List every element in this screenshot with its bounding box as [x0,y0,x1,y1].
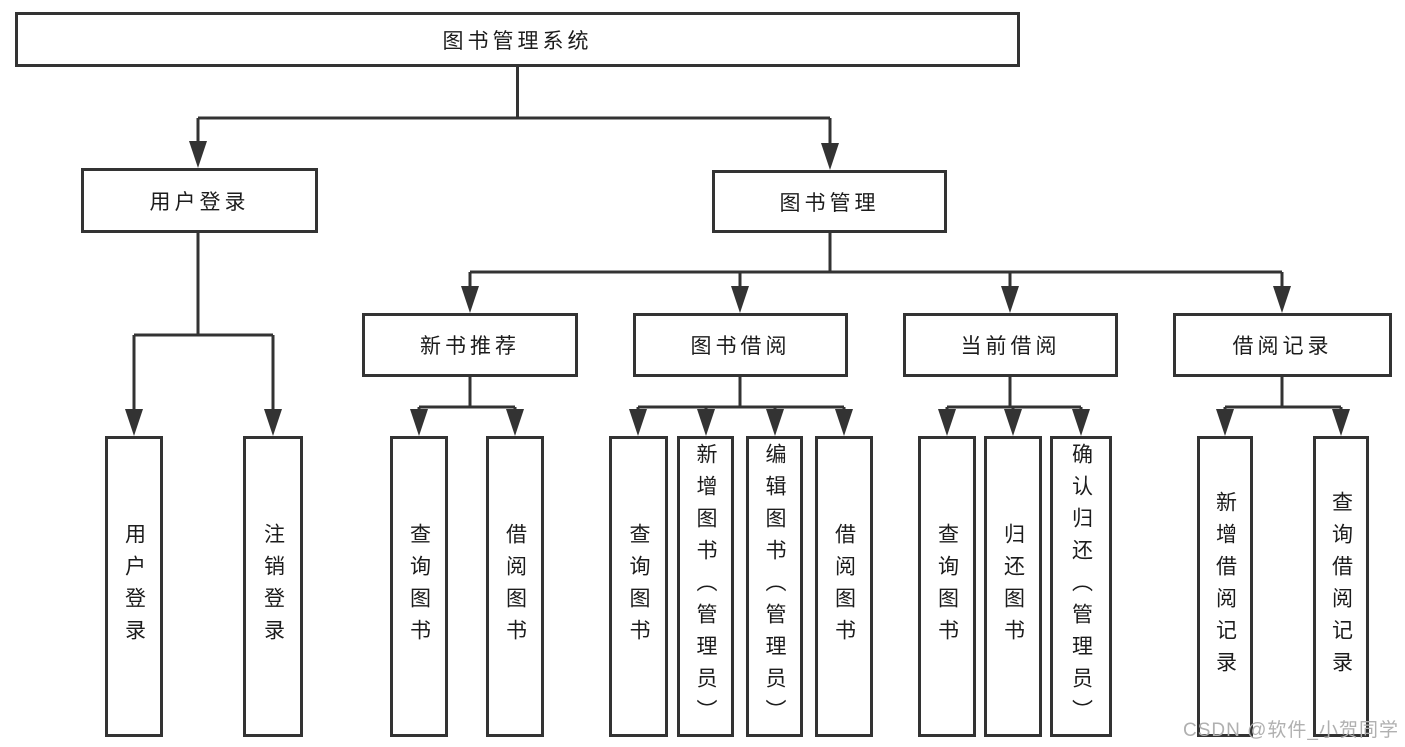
node-label: 借阅图书 [503,522,527,651]
node-leaf-query-books-recommend: 查询图书 [390,436,448,737]
node-leaf-query-books-current: 查询图书 [918,436,976,737]
node-label: 用户登录 [122,522,146,651]
node-label: 新书推荐 [420,335,520,358]
node-label: 归还图书 [1001,522,1025,651]
node-label: 新增图书（管理员） [694,442,717,731]
node-leaf-query-books-borrow: 查询图书 [609,436,668,737]
csdn-watermark: CSDN @软件_小贺同学 [1183,720,1399,741]
node-new-book-recommendation: 新书推荐 [362,313,578,377]
node-leaf-query-borrow-record: 查询借阅记录 [1313,436,1369,737]
node-current-borrowing: 当前借阅 [903,313,1118,377]
node-user-login: 用户登录 [81,168,318,233]
node-label: 新增借阅记录 [1213,490,1237,683]
node-label: 查询图书 [407,522,431,651]
node-leaf-edit-books-admin: 编辑图书（管理员） [746,436,803,737]
node-leaf-return-books: 归还图书 [984,436,1042,737]
node-label: 确认归还（管理员） [1069,442,1093,731]
node-borrowing-records: 借阅记录 [1173,313,1392,377]
node-leaf-add-books-admin: 新增图书（管理员） [677,436,734,737]
node-label: 图书管理系统 [442,29,593,53]
node-label: 当前借阅 [960,335,1061,358]
node-label: 用户登录 [149,190,250,214]
node-book-borrowing: 图书借阅 [633,313,848,377]
node-leaf-confirm-return-admin: 确认归还（管理员） [1050,436,1112,737]
node-label: 图书管理 [779,191,880,215]
node-label: 注销登录 [261,522,285,651]
node-leaf-borrow-books-recommend: 借阅图书 [486,436,544,737]
node-leaf-add-borrow-record: 新增借阅记录 [1197,436,1253,737]
node-label: 图书借阅 [690,335,791,358]
arrowheads [125,141,1350,436]
node-leaf-user-login: 用户登录 [105,436,163,737]
node-label: 查询图书 [627,522,650,651]
node-leaf-borrow-books: 借阅图书 [815,436,873,737]
node-book-management: 图书管理 [712,170,947,233]
node-label: 查询图书 [935,522,959,651]
node-label: 编辑图书（管理员） [763,442,786,731]
node-label: 查询借阅记录 [1329,490,1353,683]
node-library-management-system: 图书管理系统 [15,12,1020,67]
node-leaf-logout: 注销登录 [243,436,303,737]
node-label: 借阅图书 [832,522,856,651]
node-label: 借阅记录 [1232,335,1333,358]
